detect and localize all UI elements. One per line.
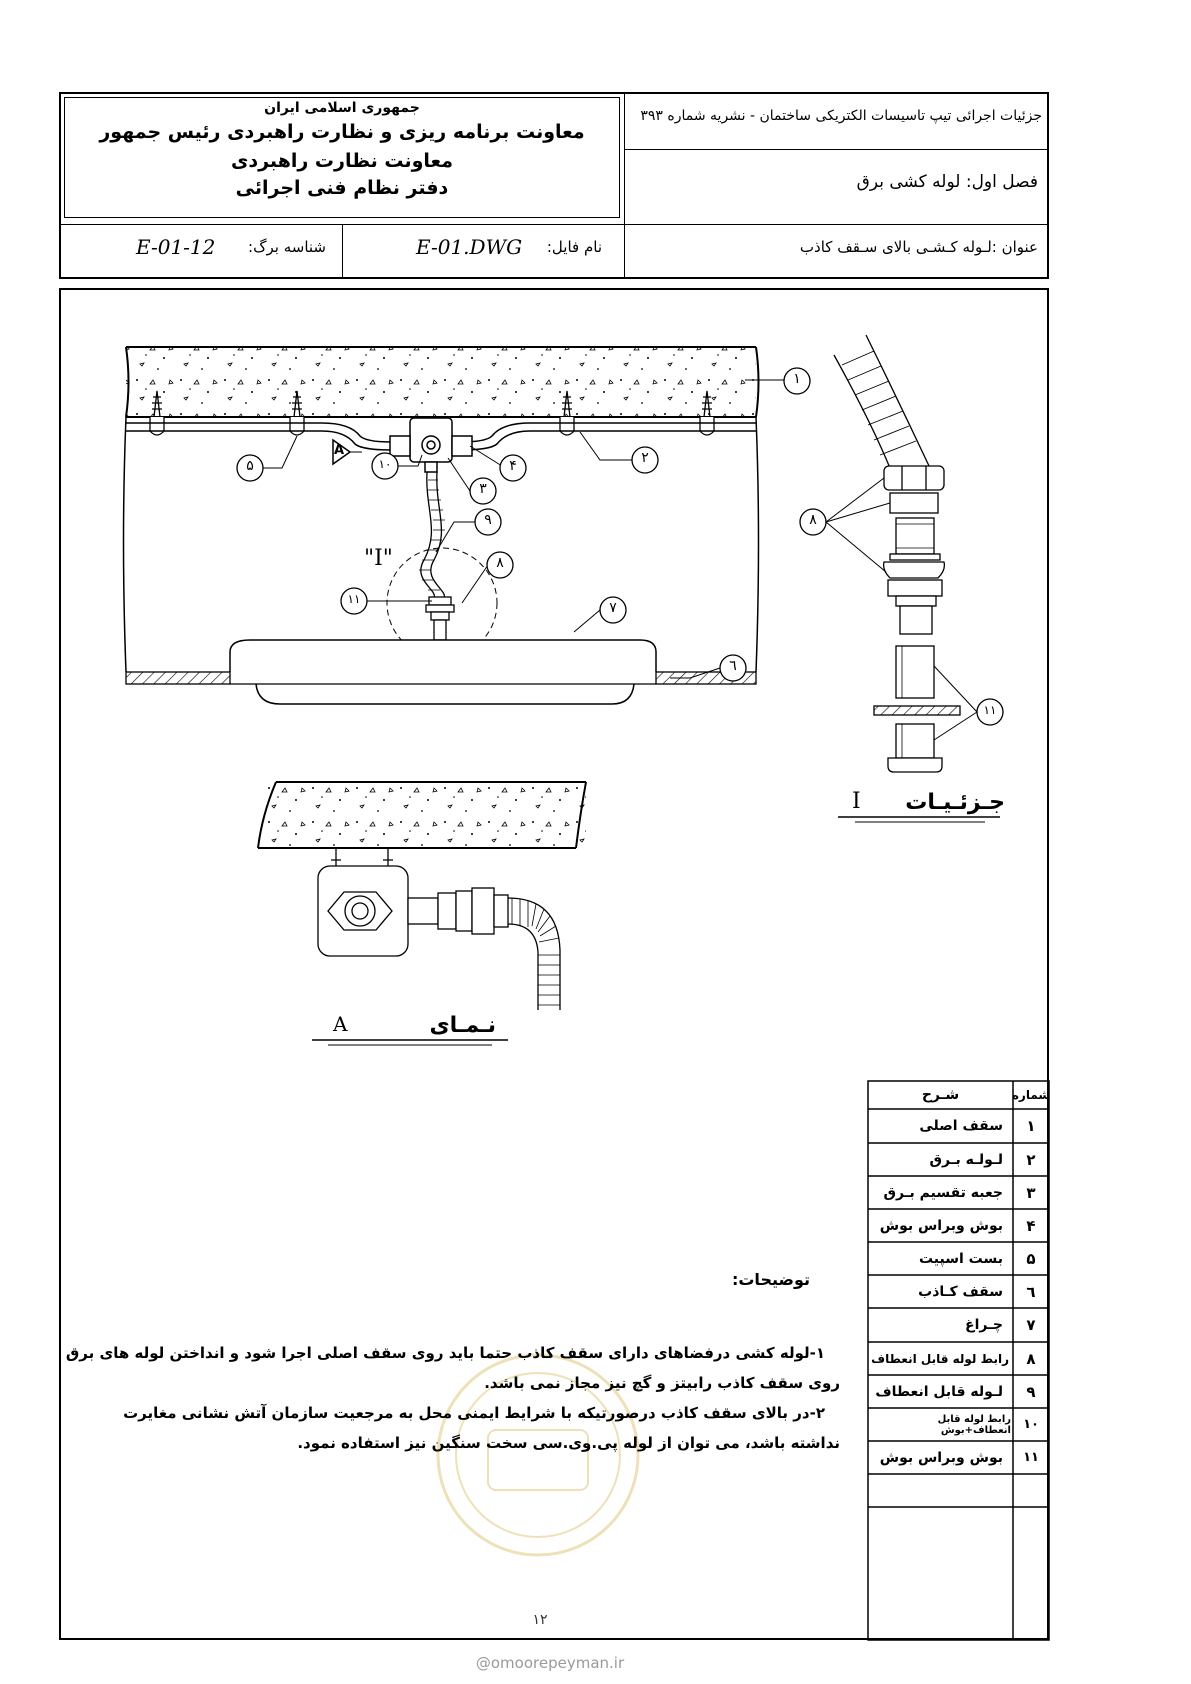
legend-row-num: ٢ [1026, 1150, 1036, 1169]
page-number: ١٢ [532, 1612, 548, 1628]
callout-2: ٢ [641, 450, 649, 466]
legend-row-num: ۵ [1026, 1249, 1036, 1268]
notes-line-1: ١-لوله کشی درفضاهای دارای سقف کاذب حتما … [65, 1344, 825, 1362]
callout-3: ٣ [479, 481, 487, 497]
view-marker [332, 438, 362, 466]
publication-title: جزئیات اجرائی تیپ تاسیسات الکتریکی ساختم… [640, 108, 1042, 124]
notes-line-4: نداشته باشد، می توان از لوله پی.وی.سی سخ… [297, 1434, 840, 1452]
org-inner-box [64, 97, 620, 218]
callout-4: ۴ [509, 458, 517, 474]
legend-row-desc: سقف کـاذب [918, 1283, 1003, 1300]
detail-circle [386, 547, 498, 659]
sheet-id-label: شناسه برگ: [248, 238, 326, 256]
view-title-letter: A [333, 1012, 348, 1036]
legend-row-desc: بوش وبراس بوش [879, 1449, 1003, 1466]
header-bottom-divider [342, 224, 343, 279]
callout-circles [236, 367, 811, 682]
detail-i-drawing [833, 334, 961, 773]
file-name: E-01.DWG [416, 235, 523, 259]
callout-10: ١٠ [378, 457, 392, 471]
legend-row-desc: سقف اصلی [919, 1118, 1003, 1134]
legend-grid [867, 1080, 1050, 1641]
junction-box [389, 417, 473, 473]
sheet-id: E-01-12 [136, 235, 216, 259]
header-frame [59, 92, 1049, 279]
legend-row-desc: لـوله قابل انعطاف [875, 1383, 1003, 1400]
detail-i-leaders [825, 477, 978, 741]
callout-9: ٩ [484, 512, 492, 528]
legend-header-desc: شـرح [921, 1087, 960, 1103]
conduit [126, 422, 756, 451]
watermark-seal [436, 1353, 640, 1557]
view-marker-letter: A [334, 443, 345, 458]
legend-row-desc: جعبه تقسیم بـرق [883, 1184, 1004, 1201]
legend-row-num: ٩ [1026, 1382, 1036, 1401]
legend-row-num: ٨ [1026, 1349, 1036, 1368]
detail-callout-8: ٨ [809, 512, 817, 528]
org-line-2: معاونت برنامه ریزی و نظارت راهبردی رئیس … [99, 121, 585, 143]
notes-line-2: روی سقف کاذب رابیتز و گچ نیز مجاز نمی با… [484, 1374, 840, 1392]
legend-row-num: ٧ [1026, 1316, 1036, 1334]
leader-lines [262, 379, 784, 679]
chapter-title: فصل اول: لوله کشی برق [856, 172, 1038, 192]
legend-row-num: ١١ [1023, 1450, 1039, 1465]
callout-7: ٧ [609, 600, 617, 616]
legend-row-desc: رابط لوله قابل انعطاف [871, 1351, 1009, 1366]
sheet-title: عنوان :لـوله کـشـی بالای سـقف کاذب [799, 238, 1038, 256]
legend-header-num: شماره [1011, 1088, 1051, 1102]
legend-row-num: ١٠ [1023, 1417, 1039, 1432]
detail-callout-11: ١١ [983, 703, 997, 717]
ceiling-section [122, 346, 760, 673]
legend-row-num: ٦ [1026, 1282, 1036, 1301]
view-title: نـمـای [429, 1013, 496, 1038]
legend-row-num: ٣ [1026, 1183, 1036, 1202]
detail-title: جـزئـیـات [905, 790, 1005, 815]
notes-heading: توضیحات: [731, 1270, 810, 1289]
watermark-text: @omoorepeyman.ir [475, 1654, 625, 1672]
legend-row-num: ١ [1026, 1117, 1036, 1135]
detail-title-letter: I [852, 789, 861, 814]
callout-8: ٨ [496, 555, 504, 571]
org-line-1: جمهوری اسلامی ایران [264, 100, 420, 116]
legend-row-num: ۴ [1026, 1216, 1036, 1235]
luminaire [229, 639, 657, 705]
flexible-conduit [419, 471, 445, 599]
notes-line-3: ٢-در بالای سقف کاذب درصورتیکه با شرایط ا… [123, 1404, 825, 1422]
detail-i-callouts [799, 508, 1004, 726]
legend-row-desc: بست اسپیت [918, 1250, 1003, 1267]
file-label: نام فایل: [546, 238, 602, 256]
drawing-frame [59, 288, 1049, 1640]
header-right-divider [624, 149, 1049, 150]
legend-row-desc: لـولـه بـرق [929, 1151, 1004, 1168]
legend-row-desc: بوش وبراس بوش [879, 1217, 1003, 1234]
legend-row-desc: رابط لوله قابل انعطاف+بوش [937, 1413, 1011, 1436]
header-divider [624, 92, 625, 279]
callout-1: ١ [793, 371, 801, 387]
detail-label: "I" [364, 546, 393, 571]
flex-connector [425, 596, 455, 641]
callout-5: ۵ [246, 458, 254, 474]
org-line-4: دفتر نظام فنی اجرائی [235, 177, 449, 199]
view-a-drawing [257, 781, 587, 1010]
header-row-divider [59, 224, 1049, 225]
callout-11: ١١ [347, 592, 361, 606]
legend-row-desc: چـراغ [965, 1317, 1003, 1333]
org-line-3: معاونت نظارت راهبردی [230, 150, 454, 172]
false-ceiling [125, 671, 757, 685]
callout-6: ٦ [729, 658, 737, 674]
